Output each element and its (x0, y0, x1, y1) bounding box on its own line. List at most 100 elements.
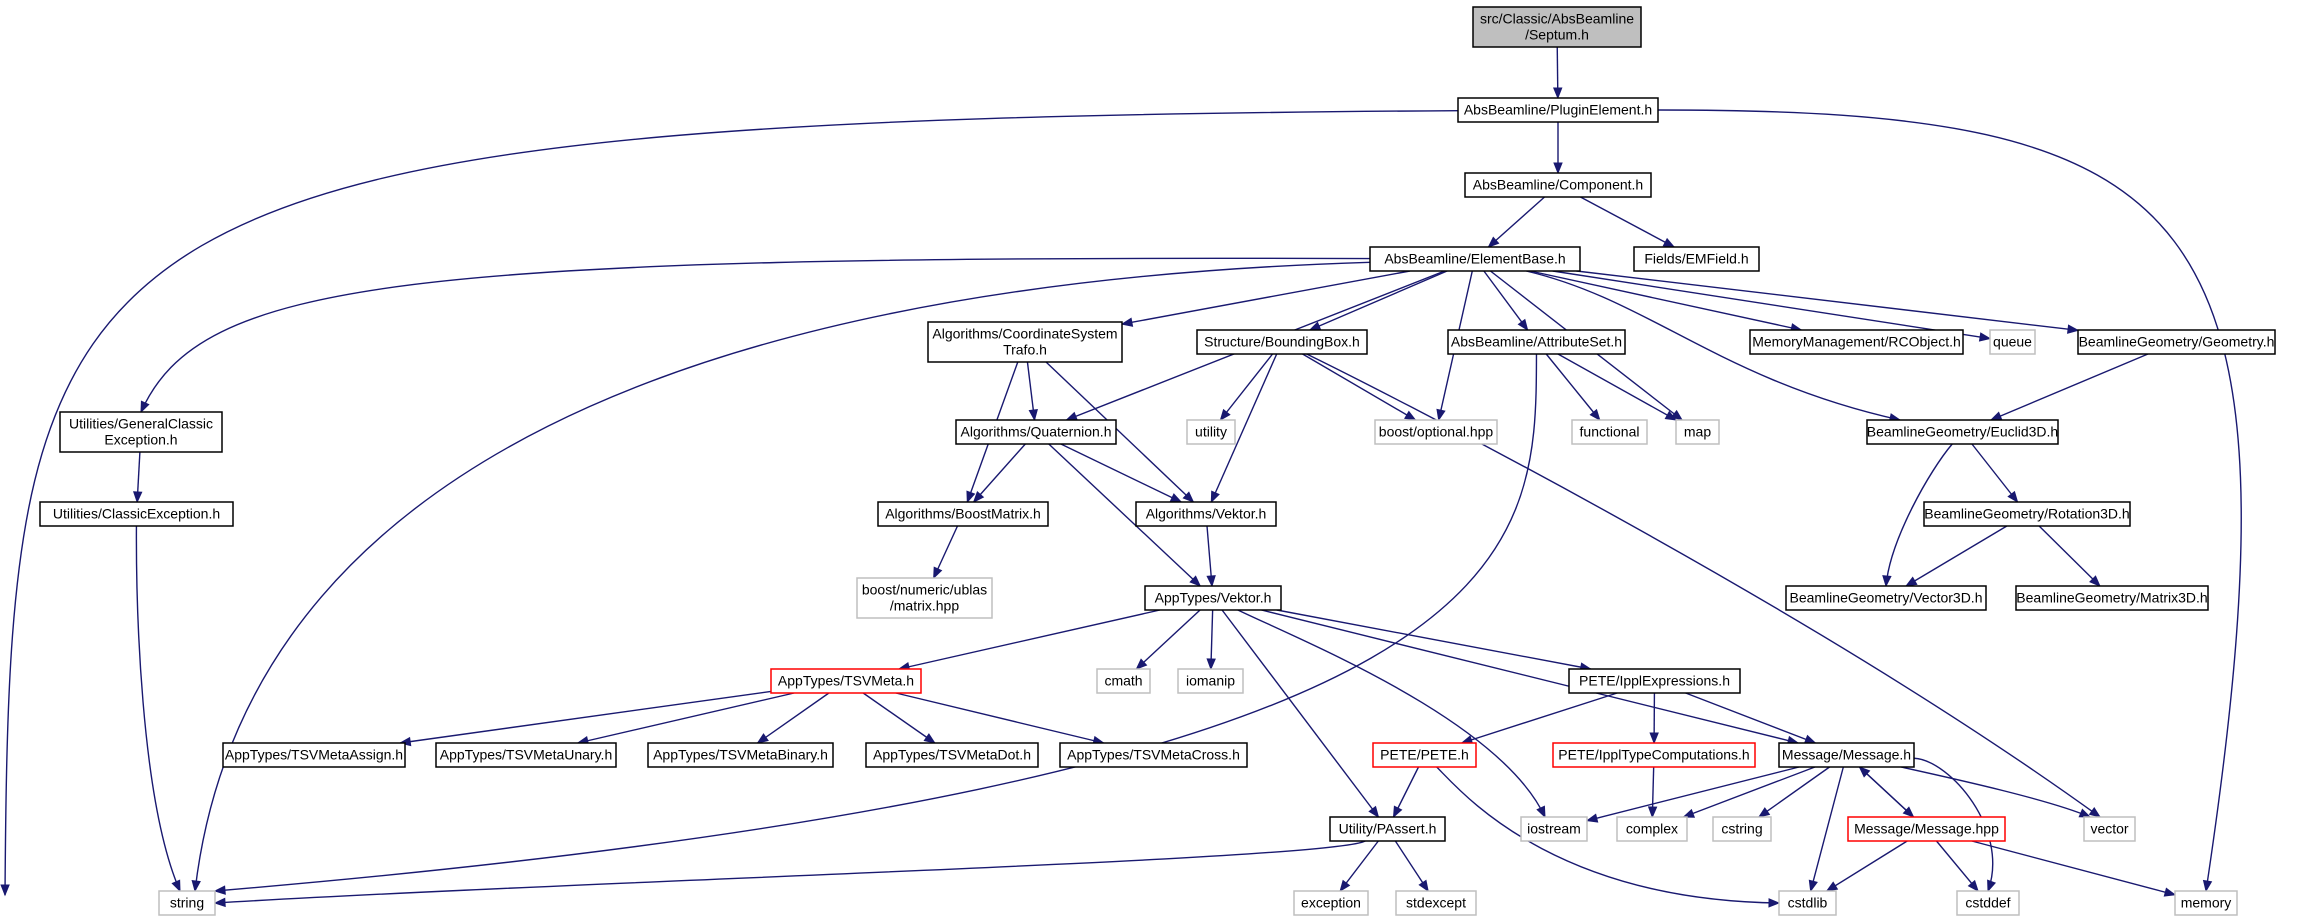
node-ipplexpr[interactable]: PETE/IpplExpressions.h (1568, 668, 1741, 694)
node-rcobject[interactable]: MemoryManagement/RCObject.h (1749, 329, 1964, 355)
node-pete[interactable]: PETE/PETE.h (1372, 742, 1477, 768)
edge-tsvmeta-to-tsvdot (862, 692, 936, 744)
arrowhead-septum-to-plugin (1552, 87, 1563, 100)
arrowhead-ipplexpr-to-ippltypecomp (1649, 732, 1659, 745)
edge-messagehpp-to-memory (1971, 840, 2176, 896)
node-box-exception (1293, 890, 1369, 916)
node-label-tsvassign: AppTypes/TSVMetaAssign.h (225, 747, 403, 763)
edge-messagehpp-to-message (1858, 766, 1915, 818)
edge-passert-to-string (214, 840, 1366, 904)
node-quaternion[interactable]: Algorithms/Quaternion.h (955, 419, 1117, 445)
node-box-matrix3d (2015, 585, 2209, 611)
arrowhead-elementbase-to-coordtrafo (1120, 317, 1134, 327)
node-label-tsvmeta: AppTypes/TSVMeta.h (778, 673, 914, 689)
node-label-elementbase: AbsBeamline/ElementBase.h (1384, 251, 1565, 267)
node-label-septum-line1: src/Classic/AbsBeamline (1480, 11, 1634, 27)
node-tsvcross[interactable]: AppTypes/TSVMetaCross.h (1059, 742, 1248, 768)
node-tsvunary[interactable]: AppTypes/TSVMetaUnary.h (435, 742, 617, 768)
node-box-cstdlib (1778, 890, 1837, 916)
edge-plugin-to-string (4, 109, 1459, 896)
node-ublasmatrix: boost/numeric/ublas/matrix.hpp (856, 577, 993, 619)
node-label-tsvdot: AppTypes/TSVMetaDot.h (873, 747, 1031, 763)
node-box-component (1464, 172, 1652, 198)
edge-rotation3d-to-vector3d (1905, 525, 2008, 587)
node-label-complex: complex (1626, 821, 1678, 837)
node-passert[interactable]: Utility/PAssert.h (1329, 816, 1446, 842)
edge-messagehpp-to-cstddef (1935, 840, 1979, 892)
node-box-functional (1571, 419, 1648, 445)
node-box-geometry (2077, 329, 2276, 355)
arrowhead-attributeset-to-string (213, 885, 226, 895)
edge-elementbase-to-genclassicexc (140, 257, 1371, 413)
arrowhead-elementbase-to-genclassicexc (140, 400, 150, 414)
arrowhead-passert-to-stdexcept (1418, 879, 1429, 893)
node-rotation3d[interactable]: BeamlineGeometry/Rotation3D.h (1923, 501, 2131, 527)
node-classicexc[interactable]: Utilities/ClassicException.h (39, 501, 234, 527)
node-label-euclid3d: BeamlineGeometry/Euclid3D.h (1867, 424, 2058, 440)
node-label-string: string (170, 895, 204, 911)
edge-attributeset-to-string (214, 353, 1538, 892)
node-box-ipplexpr (1568, 668, 1741, 694)
node-tsvdot[interactable]: AppTypes/TSVMetaDot.h (865, 742, 1039, 768)
node-box-complex (1616, 816, 1688, 842)
node-label-message: Message/Message.h (1782, 747, 1911, 763)
arrowhead-plugin-to-string (0, 884, 10, 897)
node-box-boostmatrix (877, 501, 1049, 527)
node-label-algvektor: Algorithms/Vektor.h (1146, 506, 1267, 522)
node-label-matrix3d: BeamlineGeometry/Matrix3D.h (2016, 590, 2207, 606)
node-box-tsvmeta (770, 668, 922, 694)
node-tsvmeta[interactable]: AppTypes/TSVMeta.h (770, 668, 922, 694)
arrowhead-elementbase-to-string (191, 880, 201, 893)
node-box-ippltypecomp (1552, 742, 1756, 768)
node-attributeset[interactable]: AbsBeamline/AttributeSet.h (1447, 329, 1626, 355)
node-tsvassign[interactable]: AppTypes/TSVMetaAssign.h (222, 742, 406, 768)
node-box-vector (2083, 816, 2136, 842)
node-message[interactable]: Message/Message.h (1778, 742, 1915, 768)
node-utility: utility (1186, 419, 1236, 445)
node-septum[interactable]: src/Classic/AbsBeamline/Septum.h (1472, 6, 1642, 48)
node-emfield[interactable]: Fields/EMField.h (1633, 246, 1760, 272)
node-ippltypecomp[interactable]: PETE/IpplTypeComputations.h (1552, 742, 1756, 768)
node-label-coordtrafo-line2: Trafo.h (1003, 342, 1047, 358)
node-stdexcept: stdexcept (1395, 890, 1477, 916)
node-label-attributeset: AbsBeamline/AttributeSet.h (1451, 334, 1622, 350)
edge-message-to-vector (1900, 766, 2091, 818)
node-box-tsvassign (222, 742, 406, 768)
arrowhead-passert-to-string (213, 897, 226, 908)
edge-appvektor-to-passert (1221, 609, 1379, 818)
node-label-genclassicexc-line1: Utilities/GeneralClassic (69, 416, 213, 432)
node-label-rotation3d: BeamlineGeometry/Rotation3D.h (1924, 506, 2129, 522)
node-tsvbinary[interactable]: AppTypes/TSVMetaBinary.h (647, 742, 834, 768)
node-cstddef: cstddef (1956, 890, 2020, 916)
node-map: map (1675, 419, 1720, 445)
edge-attributeset-to-functional (1545, 353, 1601, 421)
node-elementbase[interactable]: AbsBeamline/ElementBase.h (1369, 246, 1581, 272)
node-appvektor[interactable]: AppTypes/Vektor.h (1144, 585, 1282, 611)
node-messagehpp[interactable]: Message/Message.hpp (1847, 816, 2006, 842)
edge-boundingbox-to-vector (1306, 353, 2101, 818)
node-box-tsvbinary (647, 742, 834, 768)
edges-layer (0, 46, 2242, 908)
node-boundingbox[interactable]: Structure/BoundingBox.h (1196, 329, 1368, 355)
node-plugin[interactable]: AbsBeamline/PluginElement.h (1457, 97, 1659, 123)
node-component[interactable]: AbsBeamline/Component.h (1464, 172, 1652, 198)
node-iostream: iostream (1520, 816, 1588, 842)
node-label-ipplexpr: PETE/IpplExpressions.h (1579, 673, 1730, 689)
node-memory: memory (2174, 890, 2238, 916)
arrowhead-classicexc-to-string (171, 879, 181, 893)
arrowhead-attributeset-to-functional (1589, 408, 1601, 422)
node-box-euclid3d (1866, 419, 2059, 445)
node-matrix3d[interactable]: BeamlineGeometry/Matrix3D.h (2015, 585, 2209, 611)
node-box-elementbase (1369, 246, 1581, 272)
node-boostmatrix[interactable]: Algorithms/BoostMatrix.h (877, 501, 1049, 527)
arrowhead-boundingbox-to-vector (2088, 807, 2102, 818)
node-box-emfield (1633, 246, 1760, 272)
node-label-cstring: cstring (1721, 821, 1762, 837)
arrowhead-elementbase-to-queue (1978, 332, 1992, 342)
node-vector3d[interactable]: BeamlineGeometry/Vector3D.h (1785, 585, 1987, 611)
node-algvektor[interactable]: Algorithms/Vektor.h (1135, 501, 1277, 527)
node-euclid3d[interactable]: BeamlineGeometry/Euclid3D.h (1866, 419, 2059, 445)
node-geometry[interactable]: BeamlineGeometry/Geometry.h (2077, 329, 2276, 355)
